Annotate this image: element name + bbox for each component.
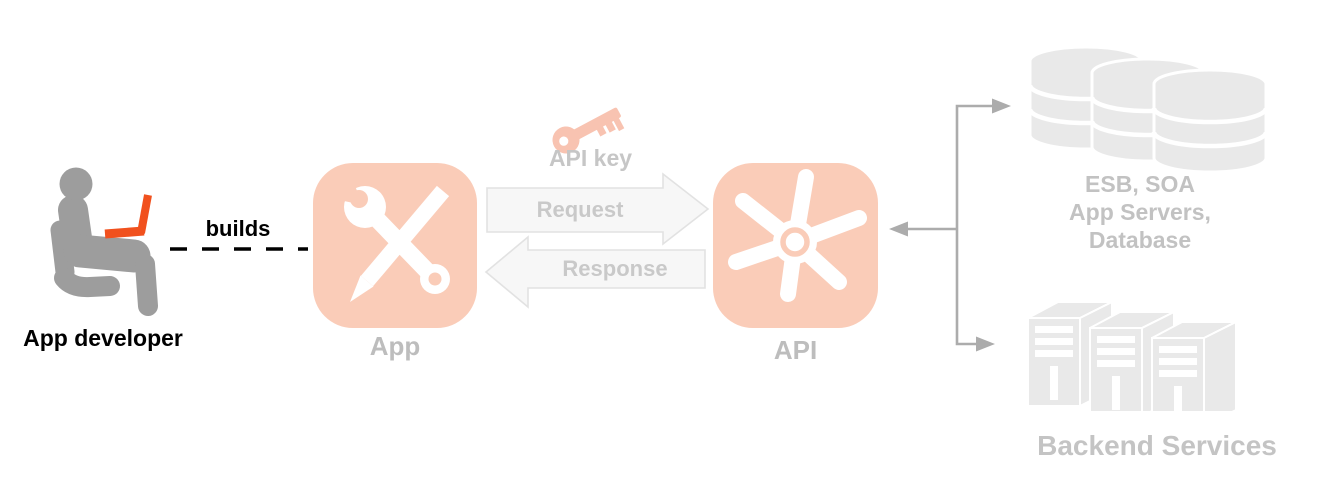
person-with-laptop-icon [50, 167, 158, 316]
builds-label: builds [205, 216, 271, 241]
backend-connector-arrows [889, 98, 1011, 352]
response-label: Response [562, 256, 668, 281]
esb-label-line2: App Servers, [1069, 199, 1211, 225]
esb-label-line3: Database [1088, 227, 1192, 253]
response-arrow [484, 235, 706, 309]
esb-label-line1: ESB, SOA [1085, 171, 1195, 197]
backend-services-label: Backend Services [1037, 430, 1277, 461]
builds-dashed-line [170, 247, 308, 251]
app-label: App [369, 331, 421, 361]
arrowhead-to-esb [992, 98, 1011, 114]
laptop-icon [104, 194, 152, 239]
request-arrow [484, 172, 710, 309]
server-towers-icon [1027, 301, 1237, 411]
key-icon [552, 107, 625, 154]
arrowhead-to-api [889, 221, 908, 237]
developer-label: App developer [23, 325, 183, 351]
app-icon [313, 163, 477, 328]
api-icon [713, 163, 878, 328]
arrowhead-to-backend [976, 336, 995, 352]
esb-label: ESB, SOA App Servers, Database [1038, 170, 1242, 254]
wrench-pencil-icon [325, 167, 450, 302]
request-label: Request [536, 197, 624, 222]
database-cylinders-icon [1020, 33, 1275, 183]
pinwheel-gear-icon [728, 169, 867, 302]
api-key-label: API key [548, 145, 633, 171]
api-label: API [773, 335, 818, 365]
